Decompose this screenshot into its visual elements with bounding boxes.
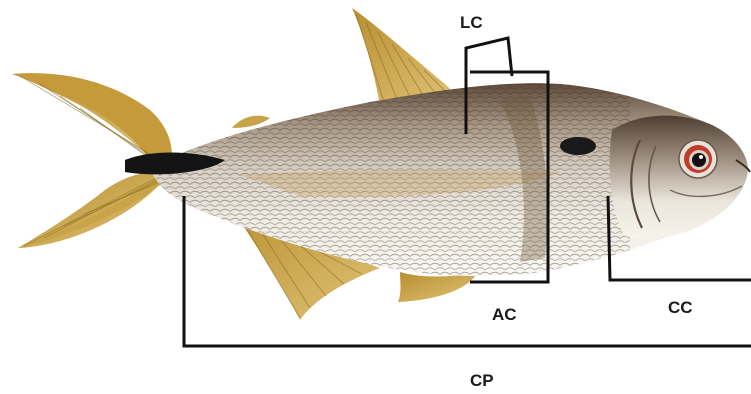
label-cc: CC <box>668 298 693 317</box>
pelvic-fin <box>398 272 478 302</box>
label-ac: AC <box>492 305 517 324</box>
fish-head <box>610 116 750 239</box>
label-lc: LC <box>460 13 483 32</box>
eye-icon <box>679 140 717 178</box>
adipose-fin <box>232 116 270 128</box>
dorsal-fin <box>352 8 458 104</box>
label-cp: CP <box>470 371 494 390</box>
humeral-spot <box>560 137 596 155</box>
